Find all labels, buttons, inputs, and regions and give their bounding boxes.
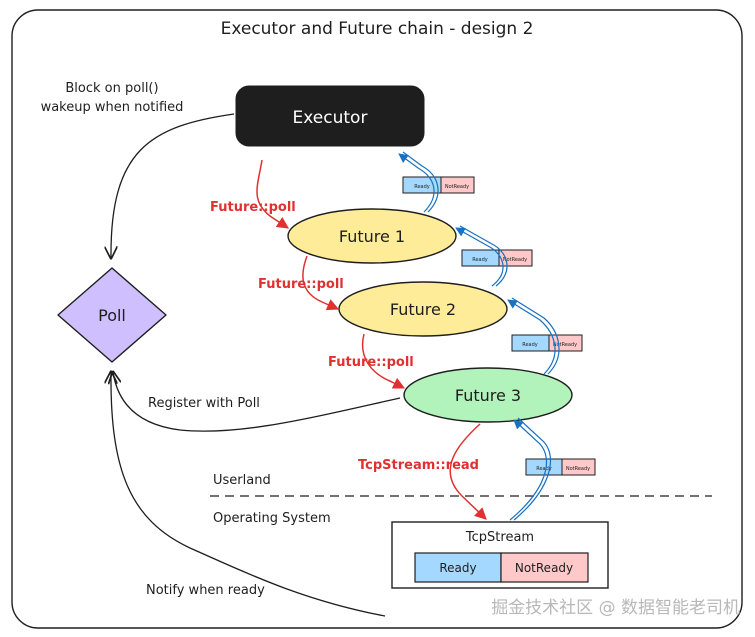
- block-on-poll-label: Block on poll(): [65, 81, 158, 96]
- executor-node: Executor: [235, 85, 425, 147]
- call-label-tcp-read: TcpStream::read: [358, 458, 479, 473]
- call-label-poll-1: Future::poll: [210, 200, 296, 215]
- wakeup-notified-label: wakeup when notified: [41, 100, 184, 115]
- call-arrow-future1-future2: [302, 255, 340, 311]
- arrow-future3-register-poll: [113, 372, 401, 432]
- call-arrow-executor-future1: [256, 159, 289, 229]
- return-arrow-future2-future1: [455, 227, 504, 287]
- call-label-poll-2: Future::poll: [258, 277, 344, 292]
- notify-when-ready-label: Notify when ready: [146, 583, 265, 598]
- tcpstream-node: TcpStream Ready NotReady: [391, 521, 609, 589]
- call-arrow-future2-future3: [361, 333, 406, 389]
- return-arrows: [398, 151, 560, 521]
- tcpstream-notready-label: NotReady: [515, 561, 573, 575]
- status-badge-3-notready: NotReady: [553, 342, 577, 348]
- status-badge-2-notready: NotReady: [503, 257, 527, 263]
- future-3-label: Future 3: [455, 386, 521, 405]
- return-arrow-future1-executor: [398, 153, 435, 213]
- tcpstream-label: TcpStream: [465, 530, 534, 545]
- watermark-text: 掘金技术社区 @ 数据智能老司机: [491, 598, 740, 618]
- status-badge-1-ready: Ready: [414, 184, 430, 190]
- poll-node: Poll: [57, 267, 167, 363]
- future-1-label: Future 1: [339, 227, 405, 246]
- status-badge-1-notready: NotReady: [445, 184, 469, 190]
- return-arrow-future3-future2: [507, 299, 556, 375]
- call-arrows: [256, 159, 487, 520]
- status-badge-2: Ready NotReady: [461, 249, 533, 267]
- future-3-node: Future 3: [403, 367, 573, 423]
- return-arrow-tcpstream-future3: [509, 419, 548, 521]
- status-badge-3: Ready NotReady: [511, 334, 583, 352]
- userland-label: Userland: [213, 473, 271, 488]
- tcpstream-notready-cell: [500, 552, 589, 583]
- status-badge-4: Ready NotReady: [525, 458, 596, 476]
- future-2-node: Future 2: [338, 281, 508, 337]
- status-badge-2-ready: Ready: [472, 257, 488, 263]
- arrow-executor-to-poll: [111, 113, 235, 258]
- future-1-node: Future 1: [287, 208, 457, 264]
- diagram-title: Executor and Future chain - design 2: [221, 19, 534, 39]
- outer-frame: [11, 9, 743, 629]
- call-arrow-future3-tcpstream: [449, 423, 487, 520]
- poll-label: Poll: [98, 306, 126, 325]
- tcpstream-ready-label: Ready: [439, 561, 476, 575]
- future-2-label: Future 2: [390, 300, 456, 319]
- operating-system-label: Operating System: [213, 511, 331, 526]
- register-with-poll-label: Register with Poll: [148, 396, 260, 411]
- status-badge-4-ready: Ready: [536, 466, 552, 472]
- executor-label: Executor: [293, 108, 368, 128]
- call-label-poll-3: Future::poll: [328, 355, 414, 370]
- arrow-os-notify-poll: [111, 372, 386, 617]
- status-badge-4-notready: NotReady: [566, 466, 590, 472]
- poll-arrows: [111, 113, 401, 617]
- status-badge-3-ready: Ready: [522, 342, 538, 348]
